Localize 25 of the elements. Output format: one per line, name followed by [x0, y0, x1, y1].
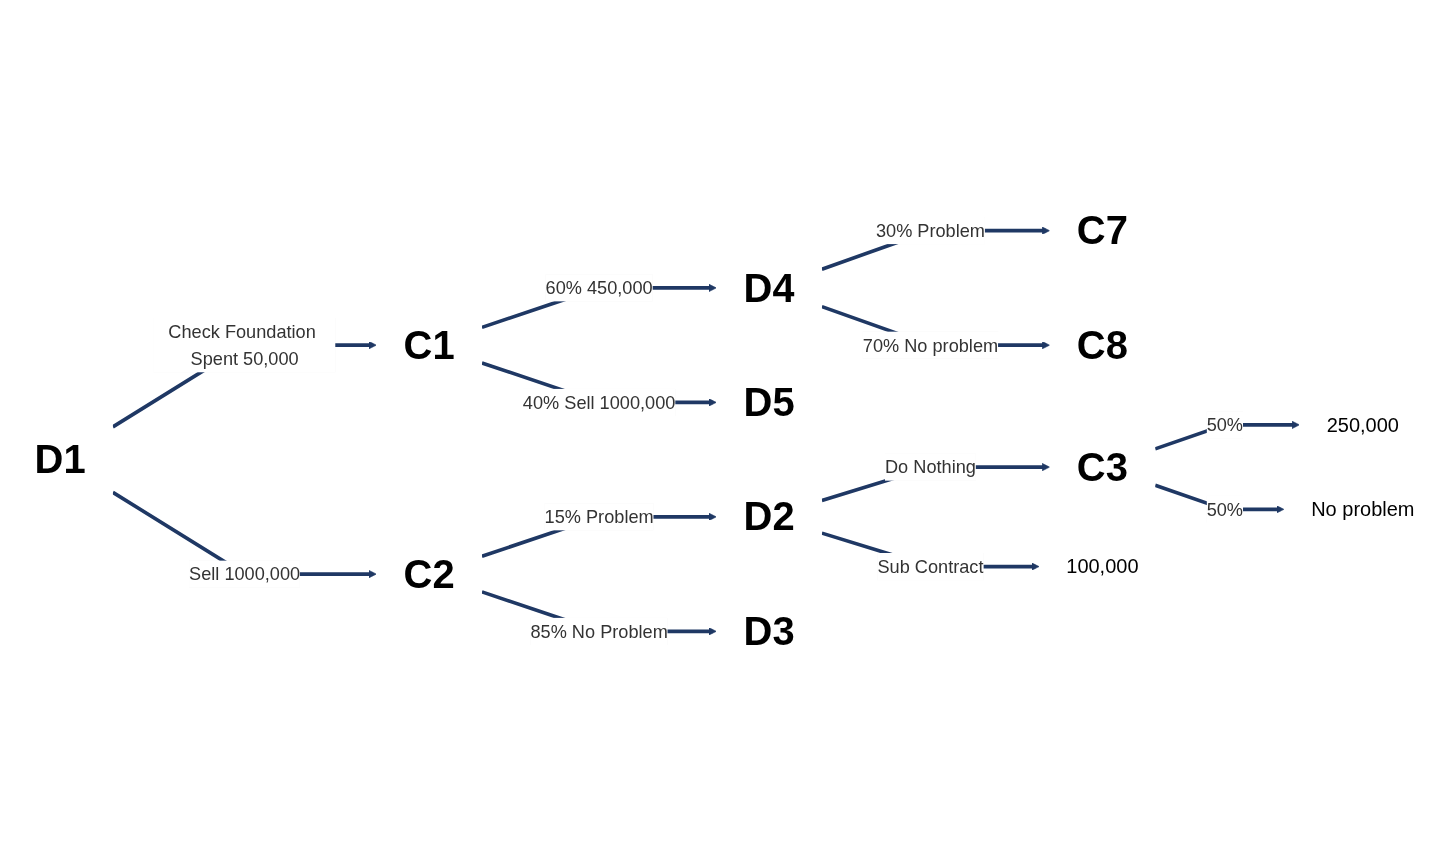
edge-label: Sell 1000,000	[189, 564, 301, 585]
node-text: D1	[34, 436, 86, 482]
node-text: C2	[403, 551, 455, 596]
edge-label: 40% Sell 1000,000	[522, 392, 676, 413]
edge-label: 60% 450,000	[545, 277, 653, 298]
edge-label: 70% No problem	[862, 335, 999, 356]
node-text: 100,000	[1066, 555, 1139, 578]
node-text: C8	[1076, 322, 1128, 367]
edge-label: 30% Problem	[875, 220, 985, 241]
edge-label: 50%	[1206, 414, 1244, 435]
node-text: C1	[403, 322, 455, 367]
node-text: No problem	[1311, 498, 1415, 521]
edge-label: 85% No Problem	[530, 621, 668, 642]
node-text: D2	[743, 494, 795, 539]
edge-label: 50%	[1206, 499, 1244, 520]
node-text: D5	[743, 379, 795, 425]
edge-label: 15% Problem	[544, 506, 654, 527]
edge-label: Do Nothing	[885, 457, 976, 478]
edge-label: Check Foundation Spent 50,000	[168, 321, 316, 369]
node-text: C3	[1076, 444, 1128, 489]
edge-label: Sub Contract	[877, 556, 984, 577]
node-text: 250,000	[1326, 413, 1399, 437]
node-text: D3	[743, 608, 795, 654]
node-text: D4	[743, 265, 795, 310]
node-text: C7	[1076, 207, 1128, 253]
